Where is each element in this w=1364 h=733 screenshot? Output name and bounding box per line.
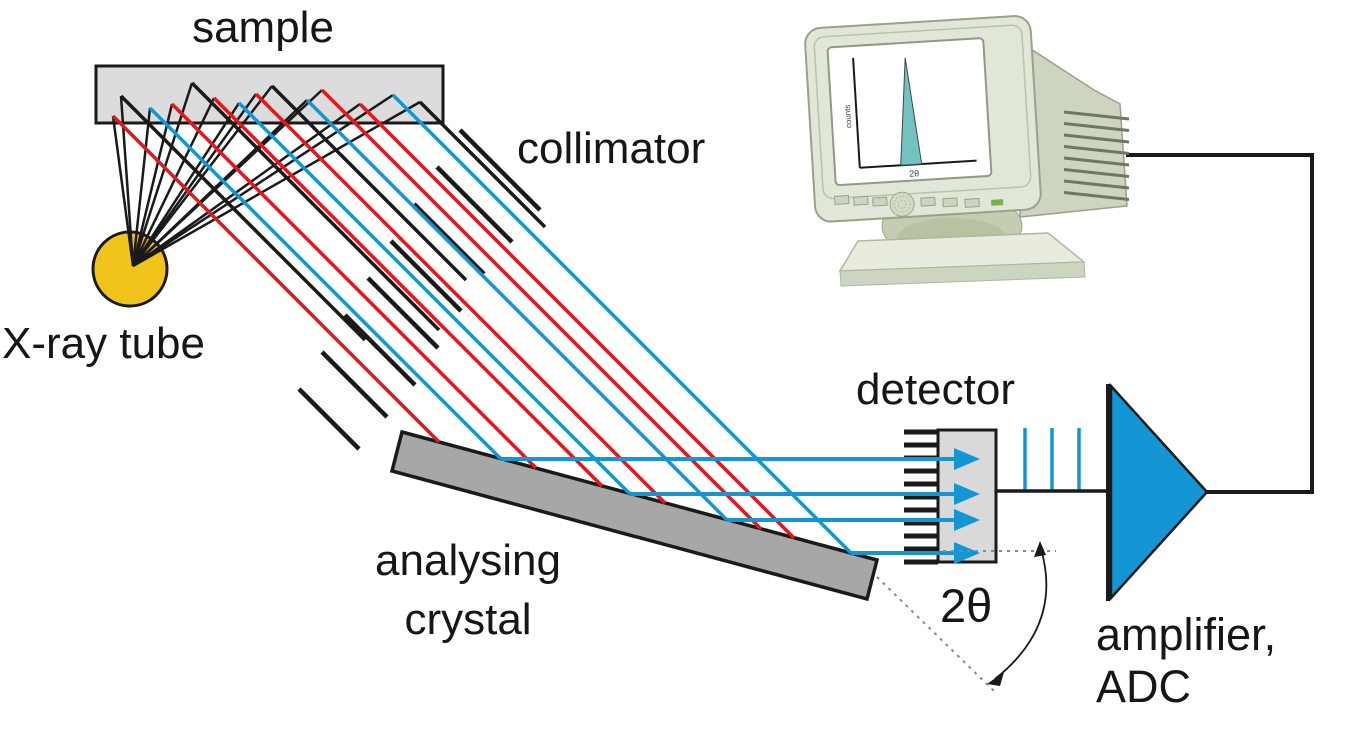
- label-collimator: collimator: [517, 124, 706, 173]
- diffracted-ray-arrowhead: [954, 542, 980, 564]
- label-amplifier: amplifier,: [1096, 609, 1277, 660]
- analysing-crystal: [389, 429, 880, 602]
- collimator-plate: [320, 350, 389, 419]
- diffracted-ray-arrowhead: [954, 483, 980, 505]
- monitor-button: [920, 196, 936, 207]
- monitor-vent-slat: [1063, 122, 1130, 132]
- angle-dotted-crystal-axis: [876, 576, 995, 692]
- label-adc: ADC: [1096, 661, 1192, 712]
- monitor-button: [833, 194, 850, 205]
- x-ray-beam-line: [132, 100, 421, 268]
- monitor-bezel-inner: [813, 24, 1032, 200]
- emitted-ray-blue: [148, 106, 503, 461]
- emitted-ray-black: [190, 81, 441, 332]
- monitor-pedestal-front: [839, 261, 1086, 287]
- label-xray-tube: X-ray tube: [2, 319, 205, 368]
- emitted-ray-blue: [305, 98, 729, 522]
- monitor-button: [853, 195, 869, 206]
- monitor-cable: [1126, 153, 1314, 494]
- collimator-plate: [435, 165, 514, 244]
- monitor-vent-slat: [1063, 110, 1130, 121]
- diffracted-ray-arrowhead: [954, 448, 980, 470]
- x-ray-beam-line: [131, 107, 152, 267]
- collimator-plate: [389, 239, 463, 313]
- collimator-plate: [458, 128, 542, 212]
- collimator-plate: [343, 313, 417, 387]
- emitted-ray-red: [212, 96, 604, 488]
- x-ray-beam-line: [131, 97, 216, 267]
- screen-y-axis: [852, 57, 861, 168]
- monitor-vent-slat: [1063, 191, 1130, 201]
- x-ray-beam-line: [132, 102, 361, 268]
- x-ray-beam-line: [131, 93, 258, 267]
- emitted-ray-red: [320, 88, 763, 531]
- collimator-plate: [412, 202, 486, 276]
- x-ray-beam-line: [131, 102, 241, 267]
- label-detector: detector: [856, 365, 1015, 414]
- monitor-speaker-grille-ring: [897, 199, 907, 209]
- monitor-button: [872, 196, 888, 207]
- emitted-ray-red: [358, 102, 796, 540]
- x-ray-beam-line: [132, 93, 394, 268]
- diffracted-ray-arrowhead: [954, 509, 980, 531]
- monitor-vent-slat: [1063, 156, 1130, 167]
- emitted-ray-black: [270, 84, 468, 282]
- collimator-plate: [297, 387, 361, 451]
- monitor-button: [964, 198, 980, 208]
- x-ray-beam-line: [111, 115, 135, 267]
- emitted-ray-black: [418, 100, 547, 229]
- monitor-vent-slat: [1063, 145, 1130, 155]
- label-sample: sample: [192, 3, 334, 52]
- label-two-theta: 2θ: [940, 579, 993, 632]
- label-crystal: crystal: [404, 595, 532, 644]
- screen-y-label: counts: [843, 104, 853, 128]
- amplifier-triangle: [1109, 382, 1209, 602]
- emitted-ray-red: [111, 114, 441, 444]
- emitted-ray-blue: [237, 101, 632, 496]
- monitor-vent-slat: [1063, 133, 1130, 144]
- collimator-plate: [366, 276, 440, 350]
- emitted-ray-red: [170, 102, 538, 470]
- angle-arc-arrowhead-top: [1034, 541, 1046, 557]
- monitor-vent-slat: [1063, 179, 1130, 190]
- label-analysing: analysing: [375, 536, 561, 585]
- monitor-button: [942, 197, 958, 208]
- monitor-front: counts 2θ: [804, 15, 1042, 223]
- power-led: [991, 199, 1004, 206]
- screen-x-label: 2θ: [909, 168, 920, 179]
- angle-arc: [994, 548, 1048, 680]
- spectrum-peak: [900, 57, 923, 166]
- emitted-ray-black: [119, 94, 367, 342]
- x-ray-beam-line: [131, 103, 174, 267]
- emitted-ray-blue: [391, 93, 853, 555]
- x-ray-beam-line: [132, 89, 323, 267]
- angle-arc-arrowhead-bottom: [987, 672, 1004, 686]
- monitor-vent-slat: [1063, 168, 1130, 178]
- monitor-speaker-grille-ring: [893, 195, 911, 213]
- emitted-ray-red: [254, 92, 667, 505]
